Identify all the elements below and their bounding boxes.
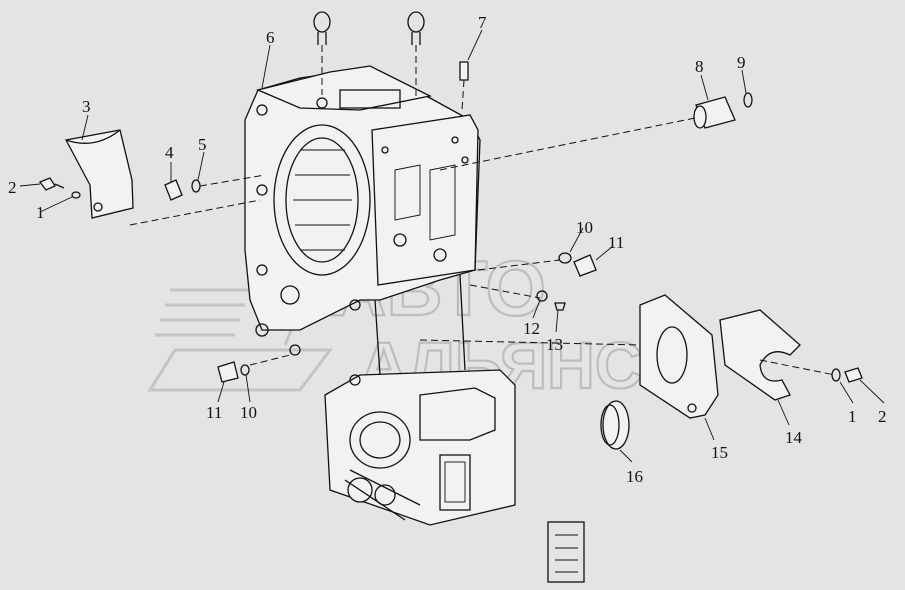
- part-14-cover: [719, 309, 801, 401]
- callout-2-right: 2: [878, 407, 887, 426]
- part-1-2-left-bolt: [38, 177, 81, 199]
- transmission-housing: [244, 65, 516, 526]
- callout-16: 16: [626, 467, 643, 486]
- part-11-lower-plug: [217, 361, 250, 383]
- stamp-icon: [547, 521, 585, 583]
- callout-6: 6: [266, 28, 275, 47]
- callout-11-lower: 11: [206, 403, 222, 422]
- part-4-plug: [164, 179, 201, 201]
- callout-8: 8: [695, 57, 704, 76]
- part-15-gasket: [639, 294, 719, 419]
- callout-9: 9: [737, 53, 746, 72]
- callout-7: 7: [478, 13, 487, 32]
- callout-13: 13: [546, 335, 563, 354]
- callout-4: 4: [165, 143, 174, 162]
- callout-14: 14: [785, 428, 803, 447]
- part-1-2-right-bolt: [831, 367, 863, 383]
- part-12-13-fitting: [536, 290, 566, 311]
- callout-11-upper: 11: [608, 233, 624, 252]
- leader-lines: [19, 29, 885, 463]
- callout-12: 12: [523, 319, 540, 338]
- callout-15: 15: [711, 443, 728, 462]
- callout-2-left: 2: [8, 178, 17, 197]
- callout-3: 3: [82, 97, 91, 116]
- callout-1-left: 1: [36, 203, 45, 222]
- part-3-cover: [65, 129, 134, 219]
- top-fittings: [313, 11, 469, 81]
- callout-1-right: 1: [848, 407, 857, 426]
- assembly-lines: [129, 45, 836, 376]
- part-8-sleeve: [693, 92, 753, 129]
- part-11-upper-plug: [558, 252, 597, 277]
- callout-labels: 1 2 3 4 5 6 7 8 9 10 11 12 13 11 10 15 1…: [8, 13, 887, 486]
- callout-10-upper: 10: [576, 218, 593, 237]
- callout-5: 5: [198, 135, 207, 154]
- part-16-seal: [600, 400, 630, 450]
- callout-10-lower: 10: [240, 403, 257, 422]
